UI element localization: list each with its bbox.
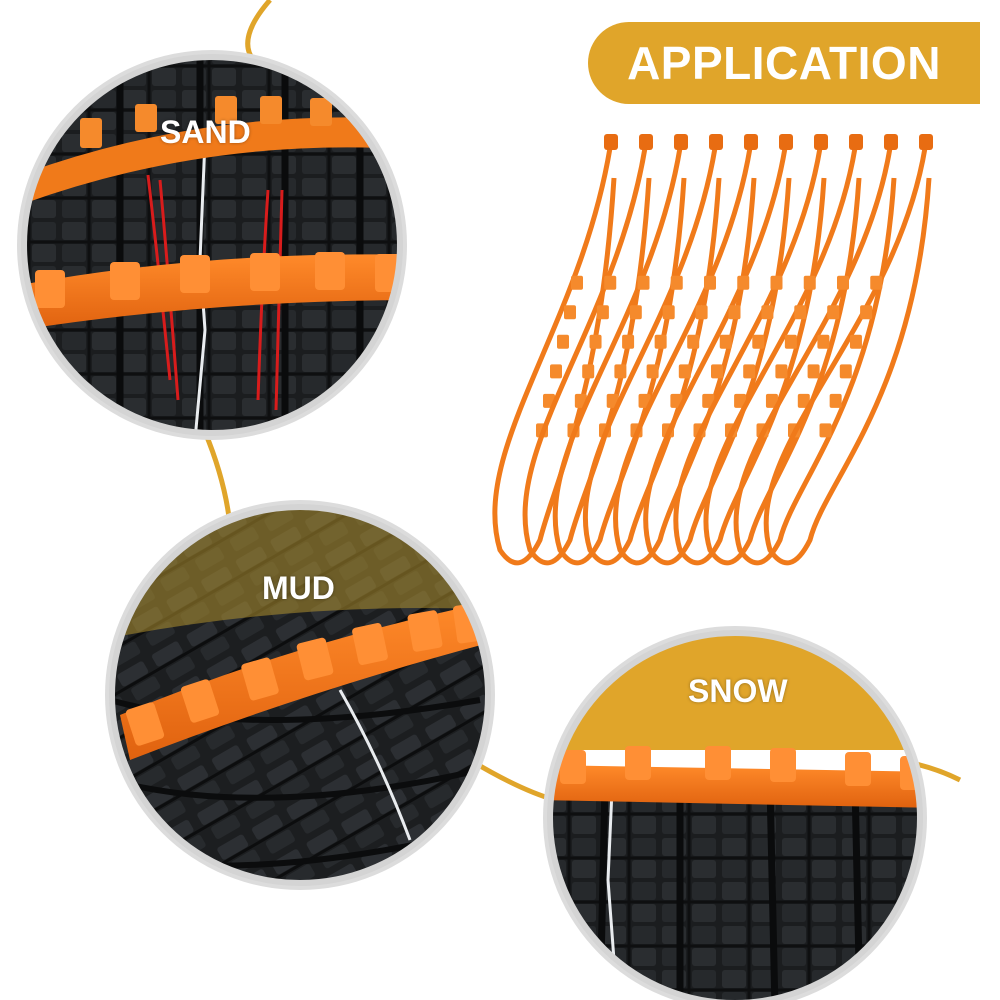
strap-cleat bbox=[646, 364, 659, 379]
snow-chain-straps-illustration bbox=[492, 134, 933, 566]
strap-cleat bbox=[687, 334, 700, 349]
strap-cleat bbox=[670, 275, 683, 290]
mud-tire-illustration bbox=[105, 500, 495, 890]
strap-cleat bbox=[784, 334, 797, 349]
strap-cleat bbox=[702, 393, 715, 408]
strap-cleat bbox=[596, 305, 609, 320]
snow-tire-illustration bbox=[543, 626, 927, 1000]
strap-cleat bbox=[550, 364, 562, 379]
strap-cleat bbox=[827, 305, 840, 320]
sand-tire-illustration bbox=[17, 50, 407, 440]
strap-cleat bbox=[829, 393, 842, 408]
strap-cleat bbox=[870, 275, 883, 290]
strap-cleat bbox=[803, 275, 816, 290]
sand-label: SAND bbox=[160, 114, 251, 150]
strap-cleat bbox=[704, 275, 716, 290]
strap-cleat bbox=[604, 275, 617, 290]
strap-loop bbox=[492, 147, 617, 566]
strap-buckle bbox=[849, 134, 863, 150]
strap-cleat bbox=[571, 275, 583, 290]
strap-loop bbox=[763, 147, 932, 566]
strap-cleat bbox=[637, 275, 650, 290]
strap-cleat bbox=[770, 275, 783, 290]
strap-cleat bbox=[794, 305, 807, 320]
strap-cleat bbox=[614, 364, 627, 379]
strap-buckle bbox=[744, 134, 758, 150]
strap-cleat bbox=[737, 275, 750, 290]
strap-cleat bbox=[837, 275, 849, 290]
strap-cleat bbox=[622, 334, 635, 349]
strap-cleat bbox=[629, 305, 642, 320]
strap-cleat bbox=[564, 305, 576, 320]
strap-buckle bbox=[639, 134, 653, 150]
strap-cleat bbox=[839, 364, 852, 379]
strap-cleat bbox=[775, 364, 788, 379]
strap-loop bbox=[552, 147, 687, 566]
page-title: APPLICATION bbox=[627, 37, 941, 89]
strap-buckle bbox=[709, 134, 723, 150]
strap-loop bbox=[613, 147, 757, 566]
snow-label: SNOW bbox=[688, 673, 788, 709]
strap-cleat bbox=[860, 305, 873, 320]
strap-cleat bbox=[589, 334, 602, 349]
strap-buckle bbox=[604, 134, 618, 150]
strap-cleat bbox=[849, 334, 862, 349]
strap-cleat bbox=[817, 334, 830, 349]
strap-buckle bbox=[779, 134, 793, 150]
strap-cleat bbox=[654, 334, 667, 349]
strap-cleat bbox=[807, 364, 820, 379]
application-banner: APPLICATION bbox=[588, 22, 980, 104]
strap-cleat bbox=[582, 364, 595, 379]
strap-cleat bbox=[819, 423, 832, 438]
strap-cleat bbox=[752, 334, 765, 349]
mud-label: MUD bbox=[262, 570, 335, 606]
strap-buckle bbox=[814, 134, 828, 150]
strap-loop bbox=[733, 147, 897, 566]
strap-cleat bbox=[695, 305, 708, 320]
strap-loop bbox=[582, 147, 722, 566]
strap-buckle bbox=[884, 134, 898, 150]
strap-loop bbox=[522, 147, 652, 566]
strap-cleat bbox=[728, 305, 741, 320]
strap-cleat bbox=[761, 305, 774, 320]
strap-buckle bbox=[674, 134, 688, 150]
strap-loop bbox=[643, 147, 792, 566]
strap-cleat bbox=[678, 364, 691, 379]
strap-cleat bbox=[797, 393, 810, 408]
strap-buckle bbox=[919, 134, 933, 150]
strap-cleat bbox=[743, 364, 756, 379]
strap-cleat bbox=[557, 334, 569, 349]
strap-cleat bbox=[719, 334, 732, 349]
strap-cleat bbox=[711, 364, 723, 379]
strap-cleat bbox=[734, 393, 747, 408]
strap-cleat bbox=[765, 393, 778, 408]
strap-cleat bbox=[662, 305, 675, 320]
